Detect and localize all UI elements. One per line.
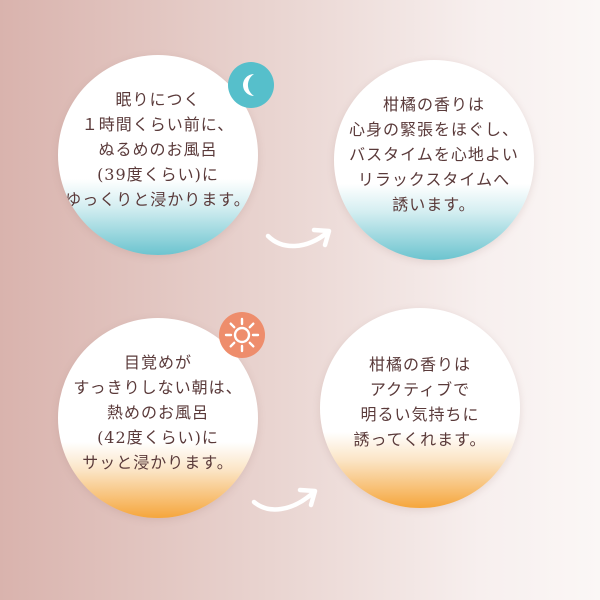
morning-effect-circle: 柑橘の香りは アクティブで 明るい気持ちに 誘ってくれます。 <box>320 308 520 508</box>
night-effect-circle: 柑橘の香りは 心身の緊張をほぐし、 バスタイムを心地よい リラックスタイムへ 誘… <box>334 60 534 260</box>
night-bath-tip-text: 眠りにつく １時間くらい前に、 ぬるめのお風呂 (39度くらい)に ゆっくりと浸… <box>65 89 251 209</box>
moon-badge <box>228 62 274 108</box>
sun-badge <box>219 312 265 358</box>
morning-bath-tip-circle: 目覚めが すっきりしない朝は、 熱めのお風呂 (42度くらい)に サッと浸かりま… <box>58 318 258 518</box>
arrow-right-icon <box>251 487 318 512</box>
sun-icon <box>224 317 260 353</box>
night-effect-text: 柑橘の香りは 心身の緊張をほぐし、 バスタイムを心地よい リラックスタイムへ 誘… <box>348 94 519 214</box>
morning-bath-tip-text: 目覚めが すっきりしない朝は、 熱めのお風呂 (42度くらい)に サッと浸かりま… <box>73 352 243 472</box>
arrow-right-icon <box>265 227 332 249</box>
night-bath-tip-circle: 眠りにつく １時間くらい前に、 ぬるめのお風呂 (39度くらい)に ゆっくりと浸… <box>58 55 258 255</box>
moon-icon <box>243 74 254 96</box>
morning-effect-text: 柑橘の香りは アクティブで 明るい気持ちに 誘ってくれます。 <box>353 355 487 449</box>
